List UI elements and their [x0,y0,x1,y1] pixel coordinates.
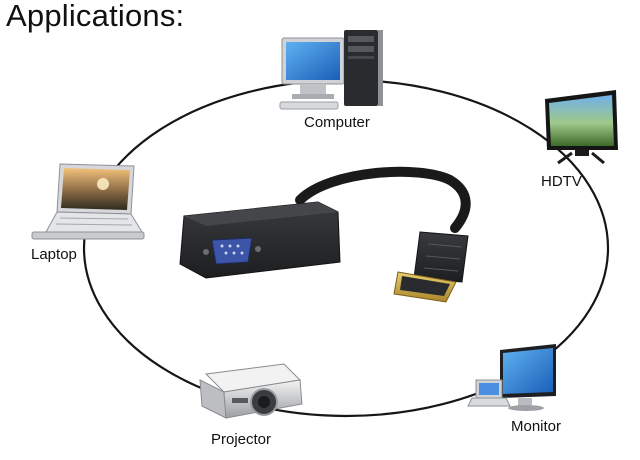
label-hdtv: HDTV [541,173,582,190]
hdmi-to-vga-adapter-icon [179,166,471,303]
label-monitor: Monitor [511,418,562,435]
label-projector: Projector [211,431,272,448]
page-heading: Applications: [6,0,185,33]
label-computer: Computer [304,114,370,131]
hdtv-icon [545,90,618,165]
laptop-icon [31,163,145,240]
label-laptop: Laptop [31,246,77,263]
monitor-icon [467,344,556,411]
projector-icon [199,363,303,419]
desktop-computer-icon [279,30,383,110]
